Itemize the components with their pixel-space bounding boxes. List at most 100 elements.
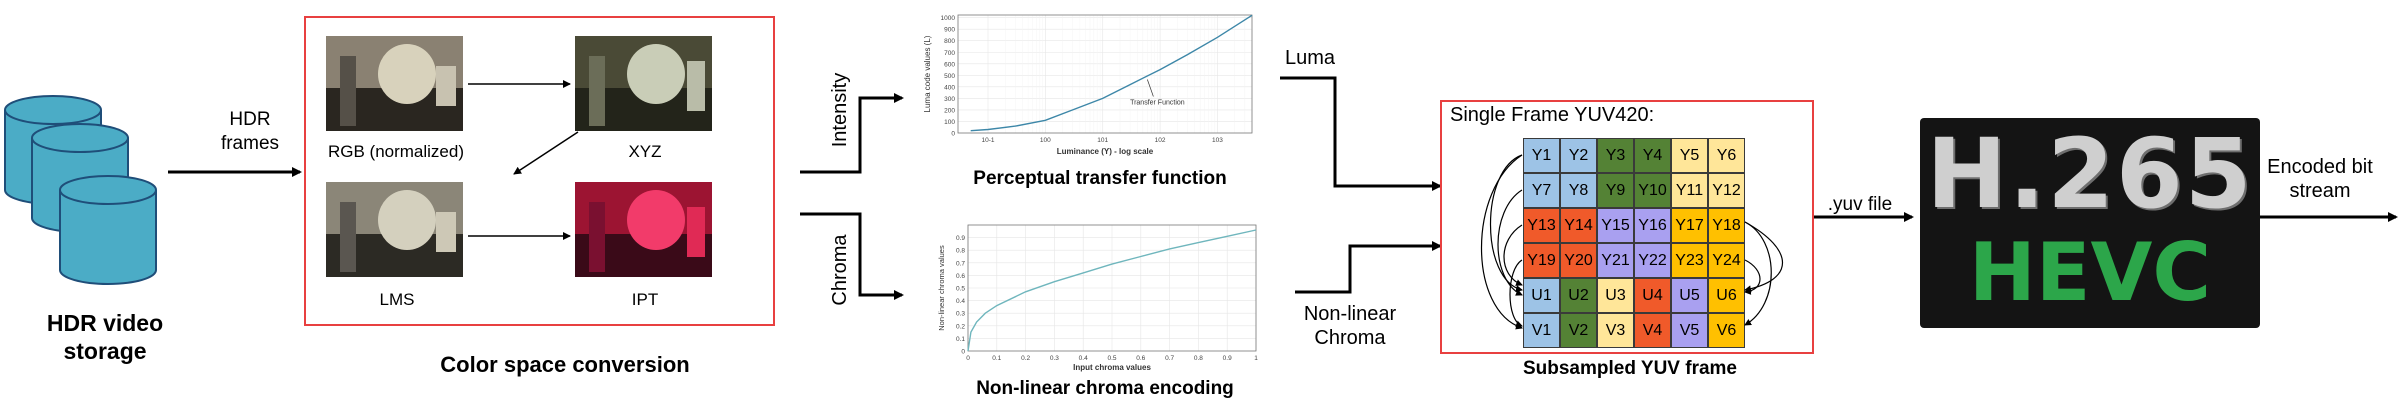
- chroma-y-tick-5: 0.5: [956, 286, 965, 293]
- chroma-y-tick-9: 0.9: [956, 235, 965, 242]
- chroma-label: Chroma: [829, 234, 851, 306]
- yuv-cell-y4: Y4: [1634, 138, 1671, 173]
- chroma-y-tick-3: 0.3: [956, 311, 965, 318]
- ptf-x-tick-3: 102: [1155, 137, 1166, 144]
- chroma-y-tick-7: 0.7: [956, 260, 965, 267]
- ptf-y-tick-6: 600: [944, 61, 955, 68]
- yuv-cell-v2: V2: [1560, 313, 1597, 348]
- encoded-line2: stream: [2289, 180, 2351, 202]
- hdr-frames-line2: frames: [220, 133, 280, 154]
- nonlinear-chroma-line2: Chroma: [1314, 327, 1386, 349]
- chroma-x-tick-1: 0.1: [992, 355, 1001, 362]
- yuv-cell-u4: U4: [1634, 278, 1671, 313]
- yuv-cell-y24: Y24: [1708, 243, 1745, 278]
- yuv-cell-y9: Y9: [1597, 173, 1634, 208]
- yuv-cell-u6: U6: [1708, 278, 1745, 313]
- yuv-cell-y14: Y14: [1560, 208, 1597, 243]
- yuv-cell-y20: Y20: [1560, 243, 1597, 278]
- chroma-y-tick-1: 0.1: [956, 336, 965, 343]
- ptf-y-tick-4: 400: [944, 84, 955, 91]
- ptf-y-tick-1: 100: [944, 119, 955, 126]
- yuv-frame-title: Single Frame YUV420:: [1450, 104, 1655, 126]
- yuv-cell-v6: V6: [1708, 313, 1745, 348]
- ipt-image: [575, 182, 712, 277]
- encoded-stream-label: Encoded bit stream: [2250, 155, 2390, 203]
- rgb-image: [326, 36, 463, 131]
- ptf-annotation: Transfer Function: [1130, 99, 1185, 106]
- chroma-caption: Non-linear chroma encoding: [976, 378, 1234, 399]
- arrow-to-intensity: [800, 93, 904, 174]
- yuv-cell-v5: V5: [1671, 313, 1708, 348]
- ptf-y-tick-7: 700: [944, 50, 955, 57]
- yuv-cell-u1: U1: [1523, 278, 1560, 313]
- yuv-cell-v1: V1: [1523, 313, 1560, 348]
- yuv-cell-y13: Y13: [1523, 208, 1560, 243]
- arrow-nonlinear-chroma: [1295, 241, 1442, 294]
- yuv-cell-u3: U3: [1597, 278, 1634, 313]
- yuv-cell-y11: Y11: [1671, 173, 1708, 208]
- chroma-x-tick-4: 0.4: [1079, 355, 1088, 362]
- ptf-series-line: [970, 14, 1253, 132]
- ptf-y-tick-10: 1000: [941, 15, 956, 22]
- ptf-x-axis-label: Luminance (Y) - log scale: [1057, 147, 1154, 156]
- ptf-y-tick-2: 200: [944, 107, 955, 114]
- ptf-x-tick-2: 101: [1097, 137, 1108, 144]
- yuv-cell-y10: Y10: [1634, 173, 1671, 208]
- chroma-y-tick-0: 0: [961, 349, 965, 356]
- chroma-x-tick-3: 0.3: [1050, 355, 1059, 362]
- chroma-y-tick-2: 0.2: [956, 323, 965, 330]
- chroma-y-tick-8: 0.8: [956, 248, 965, 255]
- yuv-cell-y1: Y1: [1523, 138, 1560, 173]
- yuv-cell-y16: Y16: [1634, 208, 1671, 243]
- nonlinear-chroma-label: Non-linear Chroma: [1290, 302, 1410, 350]
- ptf-caption: Perceptual transfer function: [973, 168, 1227, 189]
- yuv-cell-y3: Y3: [1597, 138, 1634, 173]
- luma-label: Luma: [1284, 47, 1336, 69]
- yuv-file-label: .yuv file: [1827, 194, 1893, 215]
- hevc-logo-line1: H.265: [1926, 118, 2254, 230]
- lms-label: LMS: [379, 290, 415, 309]
- intensity-label: Intensity: [829, 72, 851, 148]
- ptf-x-tick-4: 103: [1212, 137, 1223, 144]
- chroma-x-tick-8: 0.8: [1194, 355, 1203, 362]
- xyz-label: XYZ: [628, 142, 662, 161]
- storage-label-line2: storage: [63, 338, 147, 364]
- hdr-storage-icon: [4, 95, 157, 285]
- yuv-cell-u2: U2: [1560, 278, 1597, 313]
- ptf-x-tick-1: 100: [1040, 137, 1051, 144]
- chroma-y-axis-label: Non-linear chroma values: [937, 245, 946, 331]
- yuv-cell-y19: Y19: [1523, 243, 1560, 278]
- arrow-luma: [1280, 76, 1442, 191]
- chroma-x-tick-9: 0.9: [1223, 355, 1232, 362]
- ptf-y-tick-3: 300: [944, 96, 955, 103]
- hdr-frames-label: HDR frames: [200, 108, 300, 156]
- chroma-x-tick-6: 0.6: [1136, 355, 1145, 362]
- hdr-frames-line1: HDR: [229, 109, 271, 130]
- yuv-cell-v4: V4: [1634, 313, 1671, 348]
- ptf-y-tick-0: 0: [951, 131, 955, 138]
- ptf-y-tick-5: 500: [944, 73, 955, 80]
- ptf-y-tick-8: 800: [944, 38, 955, 45]
- yuv-cell-y5: Y5: [1671, 138, 1708, 173]
- yuv-cell-y22: Y22: [1634, 243, 1671, 278]
- chroma-x-tick-10: 1: [1254, 355, 1258, 362]
- nonlinear-chroma-line1: Non-linear: [1303, 303, 1397, 325]
- ptf-y-axis-label: Luma code values (L): [923, 35, 932, 112]
- arrow-to-chroma: [800, 212, 904, 300]
- color-conversion-box: [304, 16, 775, 326]
- storage-label: HDR video storage: [5, 309, 205, 365]
- storage-label-line1: HDR video: [46, 310, 164, 336]
- chroma-x-tick-2: 0.2: [1021, 355, 1030, 362]
- yuv-frame-box: [1440, 100, 1814, 354]
- arrow-xyz-to-lms: [513, 131, 579, 175]
- chroma-y-tick-6: 0.6: [956, 273, 965, 280]
- yuv-cell-y23: Y23: [1671, 243, 1708, 278]
- chroma-x-tick-5: 0.5: [1107, 355, 1116, 362]
- chroma-x-tick-0: 0: [966, 355, 970, 362]
- chroma-y-tick-4: 0.4: [956, 298, 965, 305]
- yuv-cell-y21: Y21: [1597, 243, 1634, 278]
- yuv-cell-y7: Y7: [1523, 173, 1560, 208]
